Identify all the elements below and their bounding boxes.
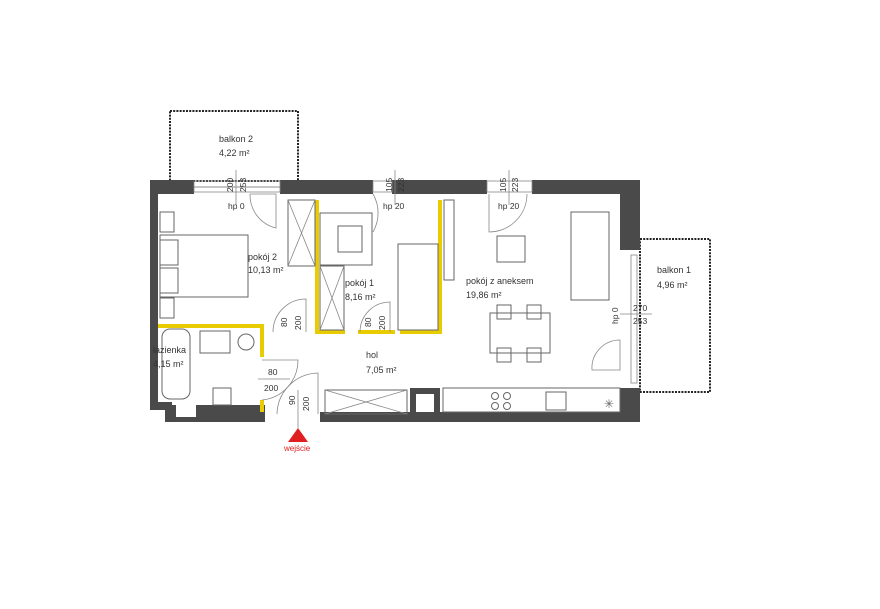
sink [545,391,567,411]
door-height: 200 [301,397,311,411]
bed [159,234,249,298]
door-width: 80 [268,367,278,377]
fridge-icon: ✳ [604,397,614,411]
bed [397,243,439,331]
room-name: łazienka [153,345,186,355]
door-width: 80 [363,317,373,327]
window-sill: hp 20 [383,201,405,211]
window-width: 270 [633,303,647,313]
room-name: hol [366,350,378,360]
room-area: 8,16 m² [345,292,376,302]
room-name: balkon 2 [219,134,253,144]
washing-machine [237,333,255,351]
window-height: 223 [396,178,406,192]
windows [193,170,652,384]
door-height: 200 [377,316,387,330]
room-area: 10,13 m² [248,265,284,275]
window-height: 253 [238,178,248,192]
door-width: 80 [279,317,289,327]
balcony-2-outline [169,110,299,182]
window-sill: hp 0 [610,307,620,324]
room-name: pokój z aneksem [466,276,534,286]
room-area: 7,05 m² [366,365,397,375]
room-name: pokój 1 [345,278,374,288]
door-height: 200 [264,383,278,393]
highlighted-walls [158,200,442,412]
window-width: 105 [498,178,508,192]
window-sill: hp 0 [228,201,245,211]
room-area: 4,22 m² [219,148,250,158]
window-height: 223 [510,178,520,192]
washbasin [199,330,231,354]
wardrobe [287,199,316,267]
dining-table [489,312,551,354]
furniture: ✳ [159,199,621,415]
room-name: balkon 1 [657,265,691,275]
entrance-label: wejście [283,444,311,453]
door-height: 200 [293,316,303,330]
door-width: 90 [287,395,297,405]
bathtub [161,328,191,400]
walls [150,180,640,422]
room-area: 4,96 m² [657,280,688,290]
entrance-arrow-icon [288,428,308,442]
window-width: 105 [384,178,394,192]
desk [319,212,373,266]
wardrobe [324,389,408,415]
room-area: 4,15 m² [153,359,184,369]
room-name: pokój 2 [248,252,277,262]
toilet [212,387,232,406]
balcony-1-outline [639,238,711,393]
kitchen-counter [442,387,621,413]
sofa [570,211,610,301]
window-width: 200 [225,178,235,192]
window-height: 253 [633,316,647,326]
doors [249,193,621,415]
wardrobe [319,265,345,331]
window-sill: hp 20 [498,201,520,211]
room-area: 19,86 m² [466,290,502,300]
